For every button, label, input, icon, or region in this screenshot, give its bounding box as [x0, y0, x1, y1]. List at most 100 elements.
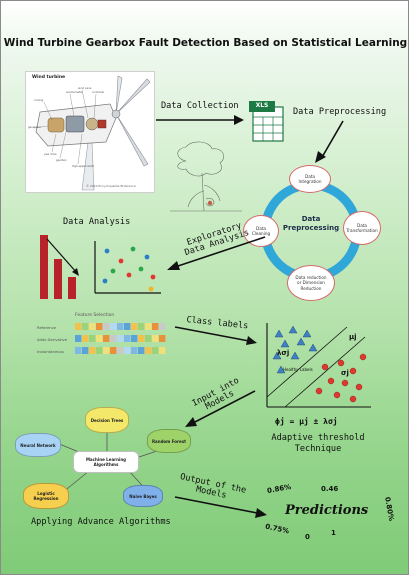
prediction-value-0: 0.86%: [266, 482, 292, 496]
feature-cell: [138, 323, 145, 330]
label-adaptive-threshold: Adaptive threshold Technique: [271, 433, 365, 455]
feature-cell: [82, 323, 89, 330]
feature-cell: [117, 323, 124, 330]
algo-decision-trees: Decision Trees: [85, 407, 129, 433]
prediction-value-5: 1: [331, 529, 336, 537]
label-data-analysis: Data Analysis: [63, 217, 131, 227]
feature-cell: [82, 347, 89, 354]
feature-selection-panel: Feature Selection Reference Adds Derivat…: [37, 313, 169, 363]
feature-cell: [96, 335, 103, 342]
feature-cell: [124, 335, 131, 342]
algo-random-forest: Random Forest: [147, 429, 191, 453]
feature-cell: [117, 347, 124, 354]
feature-cell: [110, 335, 117, 342]
algo-neural-network: Neural Network: [15, 433, 61, 457]
feature-grid: [75, 323, 166, 354]
threshold-plot-svg: [266, 323, 371, 408]
label-applying-algorithms: Applying Advance Algorithms: [31, 517, 171, 527]
scatter-chart-icon: [94, 241, 161, 294]
healthy-labels: Healthy Labels: [283, 367, 313, 372]
node-data-integration: Data Integration: [289, 165, 331, 193]
arrow-collection-to-xls: [156, 115, 244, 125]
feature-cell: [96, 323, 103, 330]
svg-text:wind vane: wind vane: [78, 86, 92, 90]
feature-row-label-0: Reference: [37, 325, 57, 330]
feature-cell: [159, 323, 166, 330]
predictions-word: Predictions: [285, 503, 369, 518]
algo-logistic-regression: Logistic Regression: [23, 483, 69, 509]
mu-label: μj: [349, 333, 357, 341]
feature-cell: [124, 323, 131, 330]
feature-cell: [103, 347, 110, 354]
svg-text:cooling: cooling: [34, 98, 44, 102]
feature-cell: [89, 335, 96, 342]
prediction-value-3: 0.75%: [264, 522, 290, 536]
label-data-preprocessing: Data Preprocessing: [293, 107, 387, 117]
lambda-label: λσj: [277, 349, 290, 357]
xls-label: XLS: [255, 102, 269, 109]
feature-cell: [89, 347, 96, 354]
svg-text:generator: generator: [28, 125, 42, 129]
prediction-value-4: 0: [305, 533, 310, 541]
feature-cell: [110, 347, 117, 354]
feature-cell: [138, 335, 145, 342]
turbine-caption: © 2010 Encyclopædia Britannica: [86, 184, 136, 188]
svg-text:high-speed shaft: high-speed shaft: [72, 164, 94, 168]
threshold-formula: ϕj = μj ± λσj: [275, 417, 338, 426]
ml-algorithms-center: Machine Learning Algorithms: [73, 451, 139, 473]
feature-cell: [152, 347, 159, 354]
algo-naive-bayes: Naive Bayes: [123, 485, 163, 507]
turbine-heading: Wind turbine: [32, 75, 66, 80]
svg-text:gearbox: gearbox: [56, 158, 67, 162]
feature-cell: [96, 347, 103, 354]
feature-cell: [124, 347, 131, 354]
svg-text:controller: controller: [92, 90, 105, 94]
arrow-output-models: [174, 496, 267, 518]
feature-cell: [159, 347, 166, 354]
feature-cell: [138, 347, 145, 354]
sigma-label: σj: [341, 369, 349, 377]
label-data-collection: Data Collection: [161, 101, 239, 111]
node-data-transformation: Data Transformation: [343, 211, 381, 245]
prediction-value-2: 0.80%: [383, 496, 396, 522]
feature-cell: [82, 335, 89, 342]
feature-cell: [103, 323, 110, 330]
svg-text:yaw drive: yaw drive: [44, 152, 57, 156]
preprocessing-cycle: Data Preprocessing Data Integration Data…: [239, 163, 381, 301]
bar-chart-icon: [40, 235, 79, 299]
feature-cell: [145, 347, 152, 354]
feature-cell: [131, 323, 138, 330]
feature-cell: [117, 335, 124, 342]
svg-text:anemometer: anemometer: [66, 90, 84, 94]
diagram-title: Wind Turbine Gearbox Fault Detection Bas…: [3, 37, 408, 49]
cycle-center-label: Data Preprocessing: [282, 215, 340, 233]
threshold-plot: μj λσj σj Healthy Labels: [261, 323, 373, 415]
feature-row-label-2: Instantaneous: [37, 349, 64, 354]
feature-row-label-1: Adds Derivative: [37, 337, 68, 342]
feature-cell: [89, 323, 96, 330]
predictions-panel: Predictions 0.86% 0.46 0.80% 0.75% 0 1: [263, 471, 403, 551]
arrow-input-models: [185, 390, 256, 427]
arrow-class-labels: [174, 326, 257, 345]
feature-cell: [103, 335, 110, 342]
node-data-reduction: Data reduction or Dimension Reduction: [287, 265, 335, 301]
feature-selection-label: Feature Selection: [75, 313, 115, 318]
feature-cell: [152, 323, 159, 330]
feature-cell: [75, 335, 82, 342]
xls-file-icon: XLS: [249, 101, 287, 143]
arrow-to-preprocessing: [315, 120, 344, 163]
arrow-eda: [167, 236, 266, 270]
feature-cell: [152, 335, 159, 342]
feature-cell: [131, 347, 138, 354]
feature-cell: [145, 323, 152, 330]
feature-cell: [159, 335, 166, 342]
feature-cell: [110, 323, 117, 330]
tree-sketch: [170, 141, 242, 212]
feature-cell: [131, 335, 138, 342]
feature-cell: [75, 323, 82, 330]
prediction-value-1: 0.46: [321, 485, 339, 493]
feature-cell: [75, 347, 82, 354]
